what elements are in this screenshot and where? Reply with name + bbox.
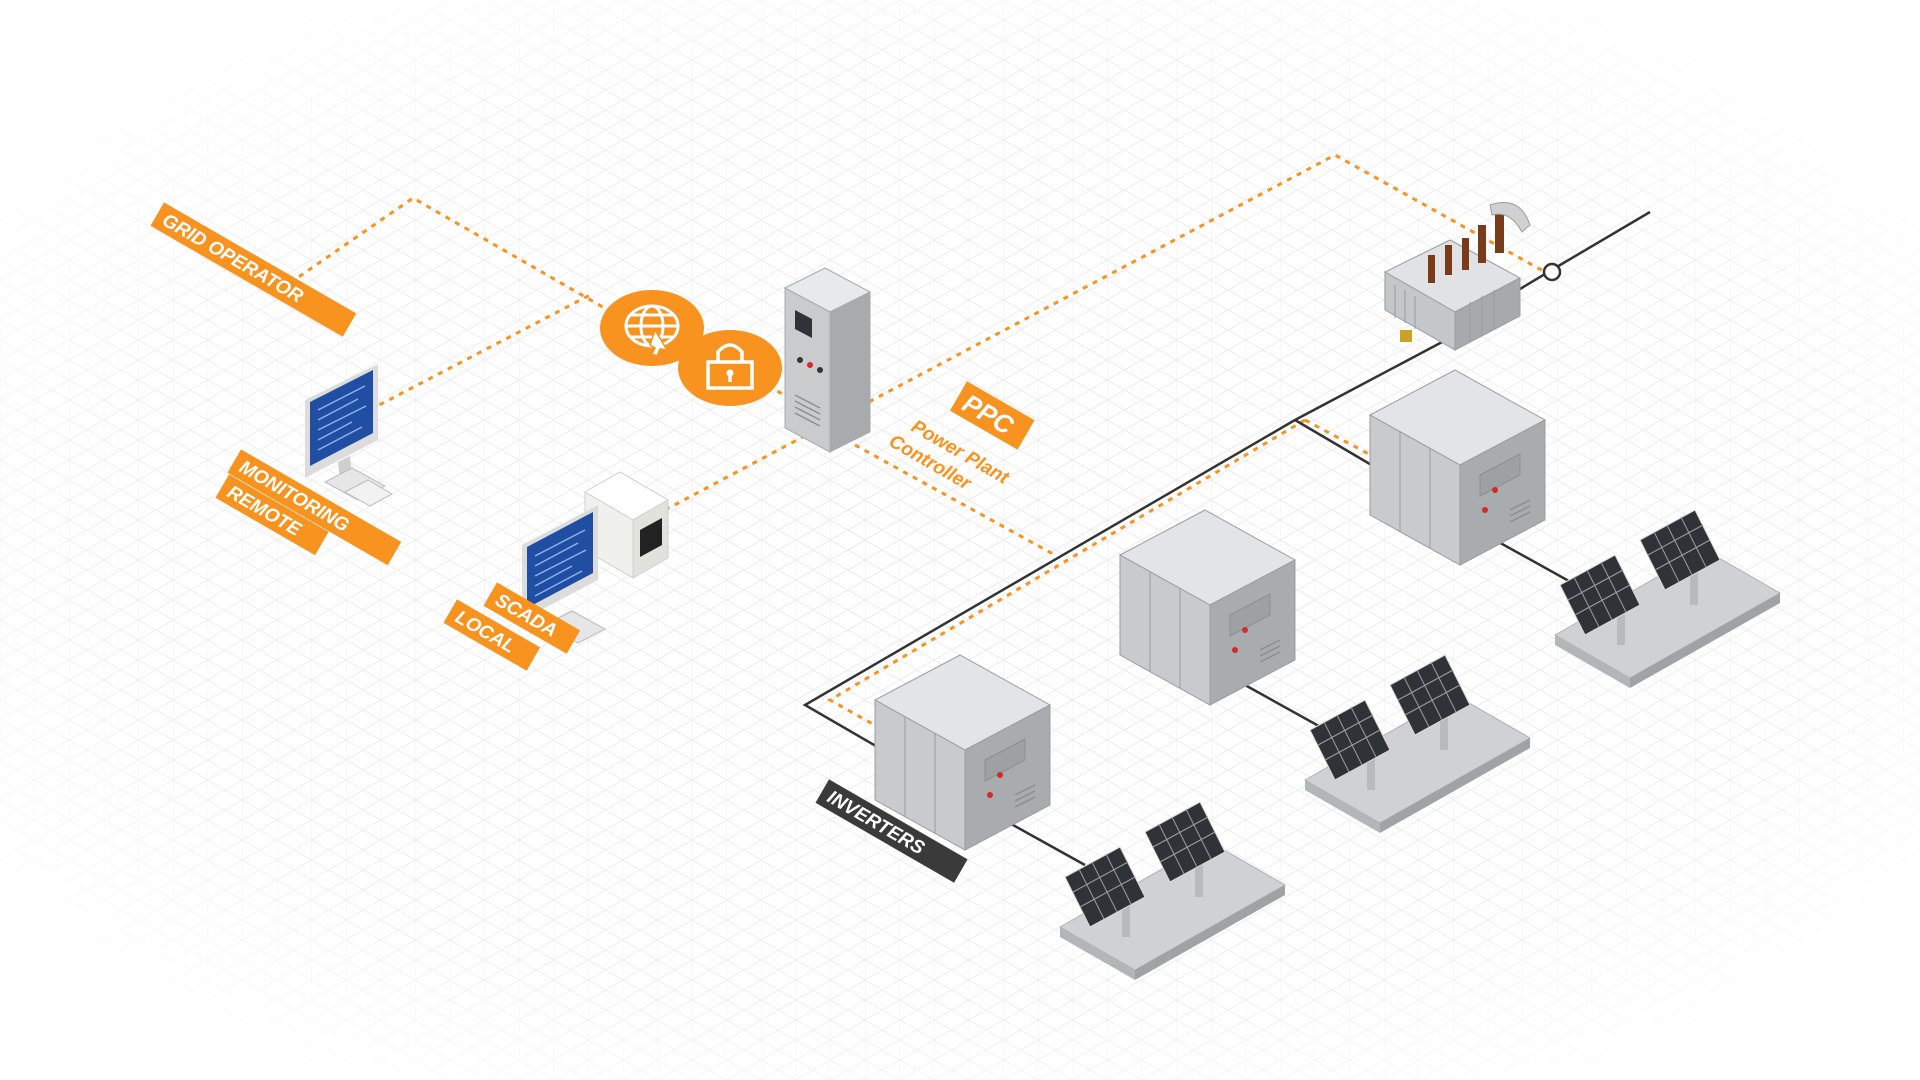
comm-line-ppc-inverters: [854, 443, 1056, 557]
internet-node: [600, 290, 704, 366]
ppc-cabinet: [783, 267, 872, 453]
bushings: [1428, 208, 1504, 283]
transformer: [1383, 202, 1531, 351]
padlock-icon: [706, 343, 754, 390]
security-node: [678, 330, 782, 406]
solar-tracker-1: [1553, 509, 1782, 688]
solar-tracker-3: [1058, 801, 1287, 980]
local-scada-workstation: [522, 471, 669, 644]
comm-line-grid-operator: [289, 196, 609, 312]
comm-line-inverter-loop: [826, 418, 1306, 730]
inverter-2: [1118, 509, 1297, 706]
communication-lines: [289, 153, 1546, 730]
power-line-middle: [1294, 418, 1381, 472]
globe-cursor-icon: [624, 304, 680, 357]
grid-connection-point: [1542, 262, 1562, 282]
inverter-3: [873, 654, 1052, 851]
inverter-1: [1368, 369, 1547, 566]
remote-monitor: [305, 364, 394, 507]
solar-tracker-2: [1303, 654, 1532, 833]
comm-line-inverter-loop-2: [1304, 418, 1381, 462]
